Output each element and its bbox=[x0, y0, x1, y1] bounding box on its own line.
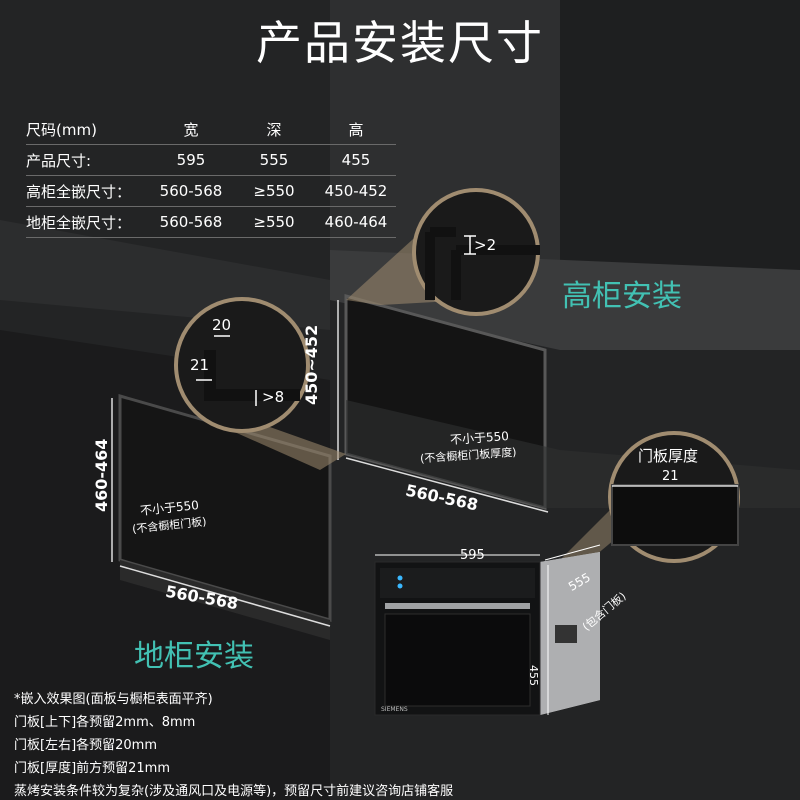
spec-cell: 455 bbox=[341, 151, 371, 169]
oven-led-2 bbox=[397, 583, 403, 589]
door-detail-panel bbox=[611, 484, 739, 546]
spec-cell: 高柜全嵌尺寸： bbox=[26, 182, 132, 201]
oven-depth-line bbox=[544, 544, 601, 561]
oven-door-window bbox=[384, 613, 531, 707]
spec-row-product: 产品尺寸: 595 555 455 bbox=[26, 145, 396, 176]
spec-cell: 产品尺寸: bbox=[26, 151, 92, 170]
spec-cell: ≥550 bbox=[253, 213, 295, 231]
spec-row-base-cabinet: 地柜全嵌尺寸： 560-568 ≥550 460-464 bbox=[26, 207, 396, 238]
base-detail-frame bbox=[204, 350, 300, 401]
base-gap-top-label: 20 bbox=[212, 316, 232, 334]
note-line-2: 门板[上下]各预留2mm、8mm bbox=[14, 715, 196, 730]
tall-height-label: 450~452 bbox=[302, 324, 321, 405]
tall-cabinet-label: 高柜安装 bbox=[562, 279, 682, 314]
spec-header-row: 尺码(mm) 宽 深 高 bbox=[26, 114, 396, 145]
oven-led-1 bbox=[397, 575, 403, 581]
base-width-line bbox=[119, 565, 331, 627]
spec-header-depth: 深 bbox=[266, 120, 282, 139]
spec-cell: 595 bbox=[176, 151, 206, 169]
tall-gap-top-label: >2 bbox=[474, 236, 497, 254]
door-thickness-value: 21 bbox=[662, 469, 679, 484]
spec-header-width: 宽 bbox=[183, 120, 199, 139]
spec-cell: 560-568 bbox=[159, 213, 223, 231]
spec-cell: 460-464 bbox=[324, 213, 388, 231]
base-gap-side-label: 21 bbox=[190, 356, 210, 374]
door-thickness-label: 门板厚度 bbox=[638, 447, 699, 465]
spec-cell: 560-568 bbox=[159, 182, 223, 200]
right-wall-panel bbox=[560, 0, 800, 300]
spec-cell: ≥550 bbox=[253, 182, 295, 200]
oven-width-label: 595 bbox=[460, 548, 485, 563]
oven-control-panel bbox=[380, 568, 535, 598]
spec-table: 尺码(mm) 宽 深 高 产品尺寸: 595 555 455 高柜全嵌尺寸： 5… bbox=[26, 114, 396, 238]
oven-height-label: 455 bbox=[527, 665, 540, 686]
spec-row-tall-cabinet: 高柜全嵌尺寸： 560-568 ≥550 450-452 bbox=[26, 176, 396, 207]
note-line-3: 门板[左右]各预留20mm bbox=[14, 738, 158, 753]
page-title: 产品安装尺寸 bbox=[256, 16, 544, 70]
oven-side-vent bbox=[555, 625, 577, 643]
spec-cell: 555 bbox=[259, 151, 289, 169]
spec-cell: 地柜全嵌尺寸： bbox=[26, 213, 132, 232]
spec-header-height: 高 bbox=[348, 120, 364, 139]
note-line-5: 蒸烤安装条件较为复杂(涉及通风口及电源等)，预留尺寸前建议咨询店铺客服 bbox=[14, 784, 454, 799]
base-callout-cone bbox=[230, 420, 346, 470]
base-cabinet-label: 地柜安装 bbox=[134, 639, 254, 674]
oven-door-handle bbox=[385, 603, 530, 609]
base-gap-bottom-label: >8 bbox=[262, 388, 285, 406]
oven-brand-logo: SIEMENS bbox=[381, 706, 408, 713]
base-cabinet-floor bbox=[120, 560, 330, 640]
spec-cell: 450-452 bbox=[324, 182, 388, 200]
tall-detail-frame bbox=[425, 227, 540, 300]
note-line-1: *嵌入效果图(面板与橱柜表面平齐) bbox=[14, 692, 213, 707]
spec-header-size: 尺码(mm) bbox=[26, 120, 97, 139]
tall-width-line bbox=[345, 457, 549, 513]
base-height-label: 460-464 bbox=[92, 438, 111, 512]
note-line-4: 门板[厚度]前方预留21mm bbox=[14, 761, 171, 776]
